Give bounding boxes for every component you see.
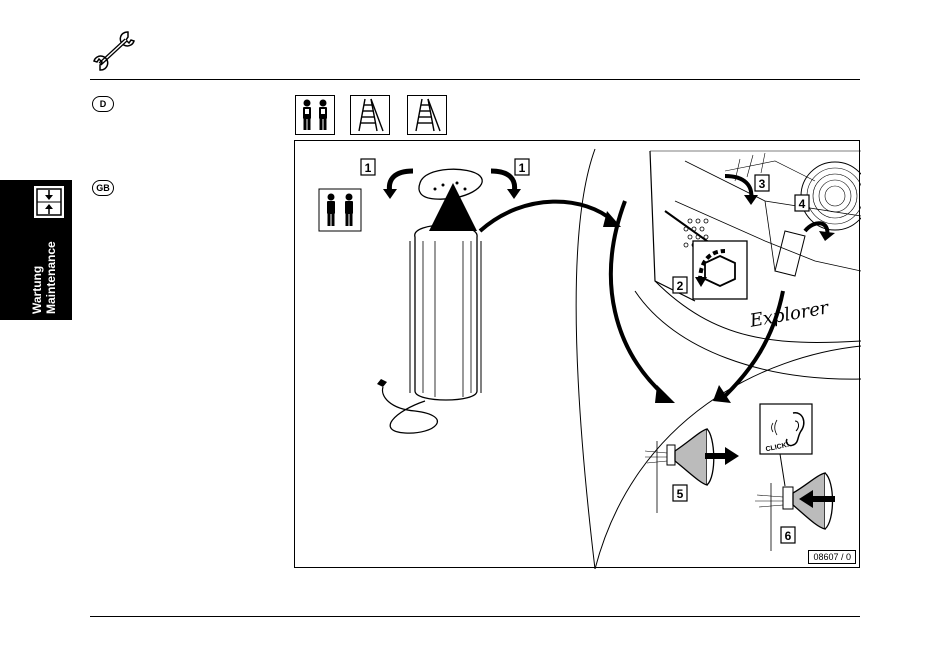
step-3: 3 (759, 177, 766, 191)
lamp-column (377, 225, 481, 433)
illustration-frame: 1 1 (294, 140, 860, 568)
step-6: 6 (785, 529, 792, 543)
lamp-icon (645, 429, 739, 513)
two-persons-box (295, 95, 335, 135)
lamp-lid (419, 169, 482, 199)
side-tab-line1: Wartung (30, 241, 44, 314)
step-4: 4 (799, 197, 806, 211)
step-5: 5 (677, 487, 684, 501)
bottom-rule (90, 616, 860, 617)
top-rule (90, 79, 860, 80)
step-1-right: 1 (519, 161, 526, 175)
compress-icon (34, 186, 64, 218)
brand-signature: Explorer (747, 297, 831, 332)
two-persons-icon (296, 96, 334, 134)
ladder-box-1 (350, 95, 390, 135)
two-persons-icon (319, 189, 361, 231)
lang-badge-gb: GB (92, 180, 114, 196)
ladder-icon (408, 96, 446, 134)
bolt-icon (693, 241, 747, 299)
figure-reference: 08607 / 0 (808, 550, 856, 564)
side-tab-label: Wartung Maintenance (30, 241, 58, 314)
ladder-box-2 (407, 95, 447, 135)
ladder-icon (351, 96, 389, 134)
wrench-icon (90, 28, 140, 74)
step-1-left: 1 (365, 161, 372, 175)
lang-badge-de: D (92, 96, 114, 112)
step-2: 2 (677, 279, 684, 293)
illustration: 1 1 (295, 141, 861, 569)
side-tab-line2: Maintenance (44, 241, 58, 314)
